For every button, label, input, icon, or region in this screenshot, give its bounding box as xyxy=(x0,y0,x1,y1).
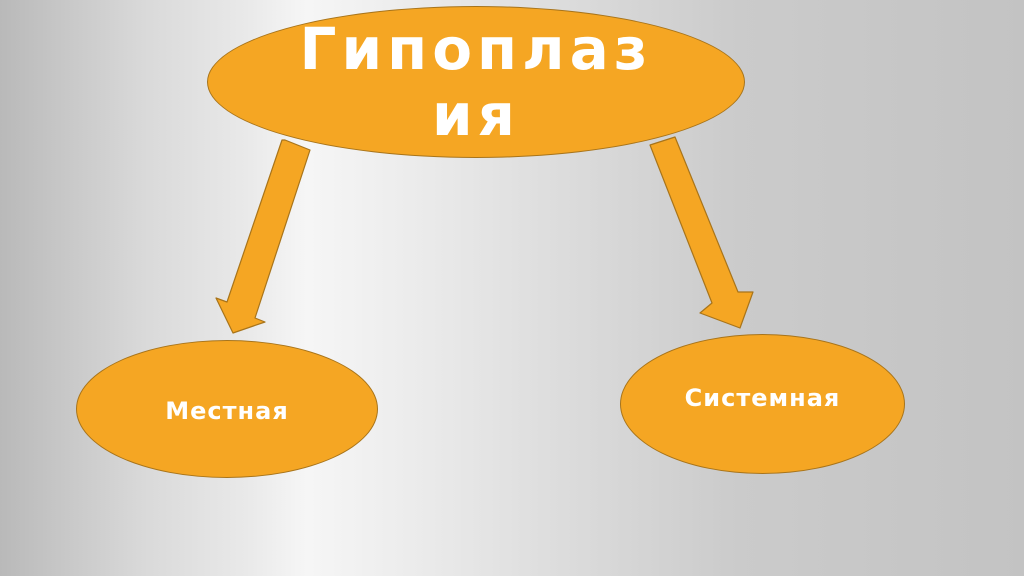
child-node-local: Местная xyxy=(76,340,378,478)
child-node-local-label: Местная xyxy=(165,397,289,425)
root-node: Гипоплазия xyxy=(207,6,745,158)
arrow-to-local xyxy=(215,139,311,334)
root-node-label: Гипоплазия xyxy=(299,15,653,149)
arrow-to-systemic xyxy=(649,136,754,329)
child-node-systemic-label: Системная xyxy=(684,384,841,412)
child-node-systemic: Системная xyxy=(620,334,905,474)
